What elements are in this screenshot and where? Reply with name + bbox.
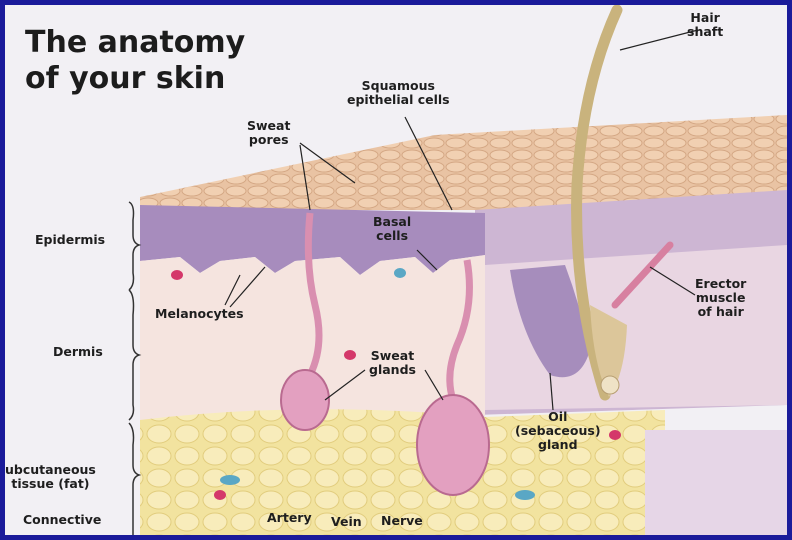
label-nerve: Nerve xyxy=(381,514,423,528)
label-oil-gland: Oil (sebaceous) gland xyxy=(515,410,601,452)
blood-cell xyxy=(515,490,535,500)
sweat-gland-left xyxy=(281,370,329,430)
label-basal-cells: Basal cells xyxy=(373,215,411,243)
blood-cell xyxy=(344,350,356,360)
hair-bulb xyxy=(601,376,619,394)
label-epidermis: Epidermis xyxy=(35,233,105,247)
blood-cell xyxy=(220,475,240,485)
diagram-frame: The anatomy of your skin Hair shaft Squa… xyxy=(5,5,787,535)
label-hair-shaft: Hair shaft xyxy=(687,11,723,39)
label-sweat-glands: Sweat glands xyxy=(369,349,416,377)
layer-brackets xyxy=(129,202,139,535)
label-dermis: Dermis xyxy=(53,345,103,359)
label-artery: Artery xyxy=(267,511,312,525)
epidermis-surface xyxy=(140,115,787,210)
page-title: The anatomy of your skin xyxy=(25,25,245,97)
fat-right-block xyxy=(645,430,787,535)
label-sweat-pores: Sweat pores xyxy=(247,119,290,147)
sweat-gland-right xyxy=(417,395,489,495)
blood-cell xyxy=(394,268,406,278)
label-connective: Connective xyxy=(23,513,101,527)
label-vein: Vein xyxy=(331,515,362,529)
title-line-2: of your skin xyxy=(25,61,245,97)
blood-cell xyxy=(171,270,183,280)
label-erector-muscle: Erector muscle of hair xyxy=(695,277,746,319)
label-squamous-epithelial-cells: Squamous epithelial cells xyxy=(347,79,450,107)
label-melanocytes: Melanocytes xyxy=(155,307,244,321)
blood-cell xyxy=(609,430,621,440)
label-subcutaneous-tissue: ubcutaneous tissue (fat) xyxy=(5,463,96,491)
blood-cell xyxy=(214,490,226,500)
title-line-1: The anatomy xyxy=(25,25,245,61)
